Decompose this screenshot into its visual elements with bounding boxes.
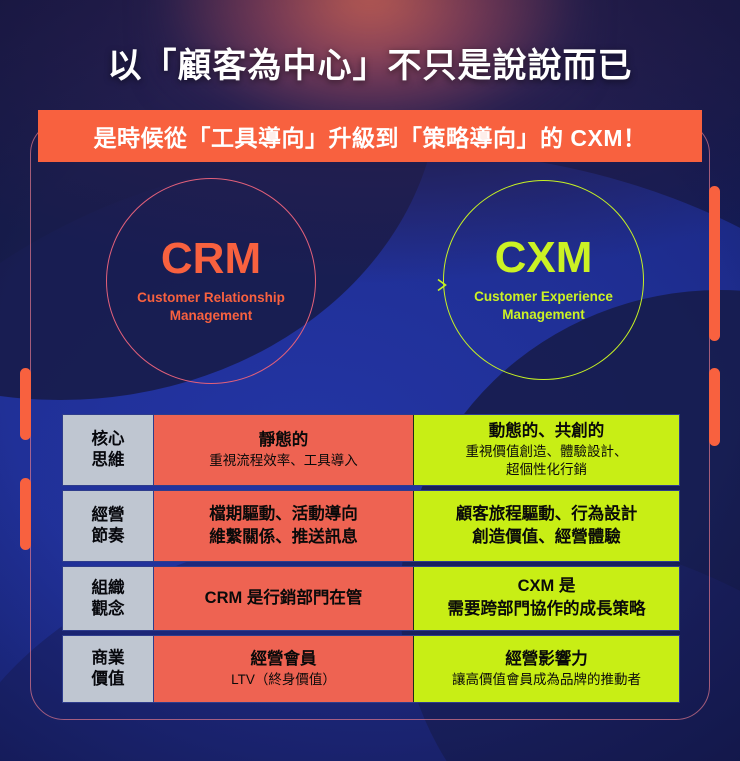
crm-cell-strong-2: 維繫關係、推送訊息	[209, 527, 358, 546]
row-label-line-2: 觀念	[91, 599, 125, 618]
table-row: 核心 思維 靜態的 重視流程效率、工具導入 動態的、共創的 重視價值創造、體驗設…	[62, 414, 680, 486]
cxm-title: CXM	[494, 232, 593, 282]
decorative-bar-right-lower	[709, 368, 720, 446]
decorative-bar-left-lower	[20, 478, 31, 550]
crm-cell-soft-1: 重視流程效率、工具導入	[209, 453, 358, 469]
page-title: 以「顧客為中心」不只是說說而已	[107, 47, 633, 85]
crm-subtitle-line-1: Customer Relationship	[137, 289, 285, 305]
cxm-cell-strong-2: 需要跨部門協作的成長策略	[447, 600, 646, 618]
cxm-subtitle-line-2: Management	[502, 307, 585, 322]
row-label-line-2: 節奏	[91, 527, 125, 545]
table-row: 經營 節奏 檔期驅動、活動導向 維繫關係、推送訊息 顧客旅程驅動、行為設計 創造…	[62, 490, 680, 562]
table-row: 商業 價值 經營會員 LTV（終身價值） 經營影響力 讓高價值會員成為品牌的推動…	[62, 635, 680, 703]
row-label-line-1: 商業	[91, 649, 125, 668]
crm-cell-strong-1: 靜態的	[258, 430, 309, 449]
cxm-cell: CXM 是 需要跨部門協作的成長策略	[413, 567, 679, 630]
transition-arrow	[316, 278, 448, 292]
cxm-subtitle: Customer Experience Management	[474, 288, 613, 324]
cxm-cell-strong-1: CXM 是	[517, 577, 576, 596]
crm-cell: 靜態的 重視流程效率、工具導入	[153, 415, 413, 485]
cxm-cell-soft-1: 重視價值創造、體驗設計、	[465, 444, 628, 460]
cxm-cell: 動態的、共創的 重視價值創造、體驗設計、 超個性化行銷	[413, 415, 679, 485]
cxm-subtitle-line-1: Customer Experience	[474, 288, 613, 304]
crm-cell-soft-1: LTV（終身價值）	[231, 672, 336, 688]
crm-subtitle-line-2: Management	[169, 308, 253, 323]
comparison-table: 核心 思維 靜態的 重視流程效率、工具導入 動態的、共創的 重視價值創造、體驗設…	[62, 414, 680, 703]
cxm-cell: 經營影響力 讓高價值會員成為品牌的推動者	[413, 636, 679, 702]
row-label-line-1: 組織	[91, 578, 125, 597]
subtitle-banner: 是時候從「工具導向」升級到「策略導向」的 CXM！	[38, 110, 702, 162]
subtitle-banner-text: 是時候從「工具導向」升級到「策略導向」的 CXM！	[93, 125, 647, 151]
crm-circle: CRM Customer Relationship Management	[106, 178, 316, 384]
cxm-cell-soft-2: 超個性化行銷	[506, 462, 587, 478]
crm-cell-strong-1: 經營會員	[250, 649, 317, 668]
cxm-circle: CXM Customer Experience Management	[443, 180, 644, 380]
row-label: 商業 價值	[63, 636, 153, 702]
row-label: 經營 節奏	[63, 491, 153, 561]
crm-cell: CRM 是行銷部門在管	[153, 567, 413, 630]
decorative-bar-left-upper	[20, 368, 31, 440]
table-row: 組織 觀念 CRM 是行銷部門在管 CXM 是 需要跨部門協作的成長策略	[62, 566, 680, 631]
row-label: 核心 思維	[63, 415, 153, 485]
crm-cell-strong-1: CRM 是行銷部門在管	[204, 588, 363, 607]
cxm-cell: 顧客旅程驅動、行為設計 創造價值、經營體驗	[413, 491, 679, 561]
crm-cell: 經營會員 LTV（終身價值）	[153, 636, 413, 702]
arrow-icon	[316, 278, 447, 292]
cxm-cell-strong-1: 經營影響力	[505, 649, 588, 668]
row-label-line-2: 思維	[91, 451, 125, 469]
crm-cell: 檔期驅動、活動導向 維繫關係、推送訊息	[153, 491, 413, 561]
crm-subtitle: Customer Relationship Management	[137, 289, 285, 325]
cxm-cell-strong-1: 顧客旅程驅動、行為設計	[455, 504, 638, 523]
decorative-bar-right-upper	[709, 186, 720, 341]
cxm-cell-soft-1: 讓高價值會員成為品牌的推動者	[452, 672, 641, 688]
cxm-cell-strong-1: 動態的、共創的	[488, 421, 605, 440]
row-label-line-2: 價值	[91, 670, 125, 688]
crm-cell-strong-1: 檔期驅動、活動導向	[209, 504, 358, 523]
row-label-line-1: 核心	[91, 430, 125, 449]
row-label: 組織 觀念	[63, 567, 153, 630]
crm-title: CRM	[160, 233, 262, 283]
cxm-cell-strong-2: 創造價值、經營體驗	[472, 527, 621, 546]
row-label-line-1: 經營	[91, 506, 125, 525]
